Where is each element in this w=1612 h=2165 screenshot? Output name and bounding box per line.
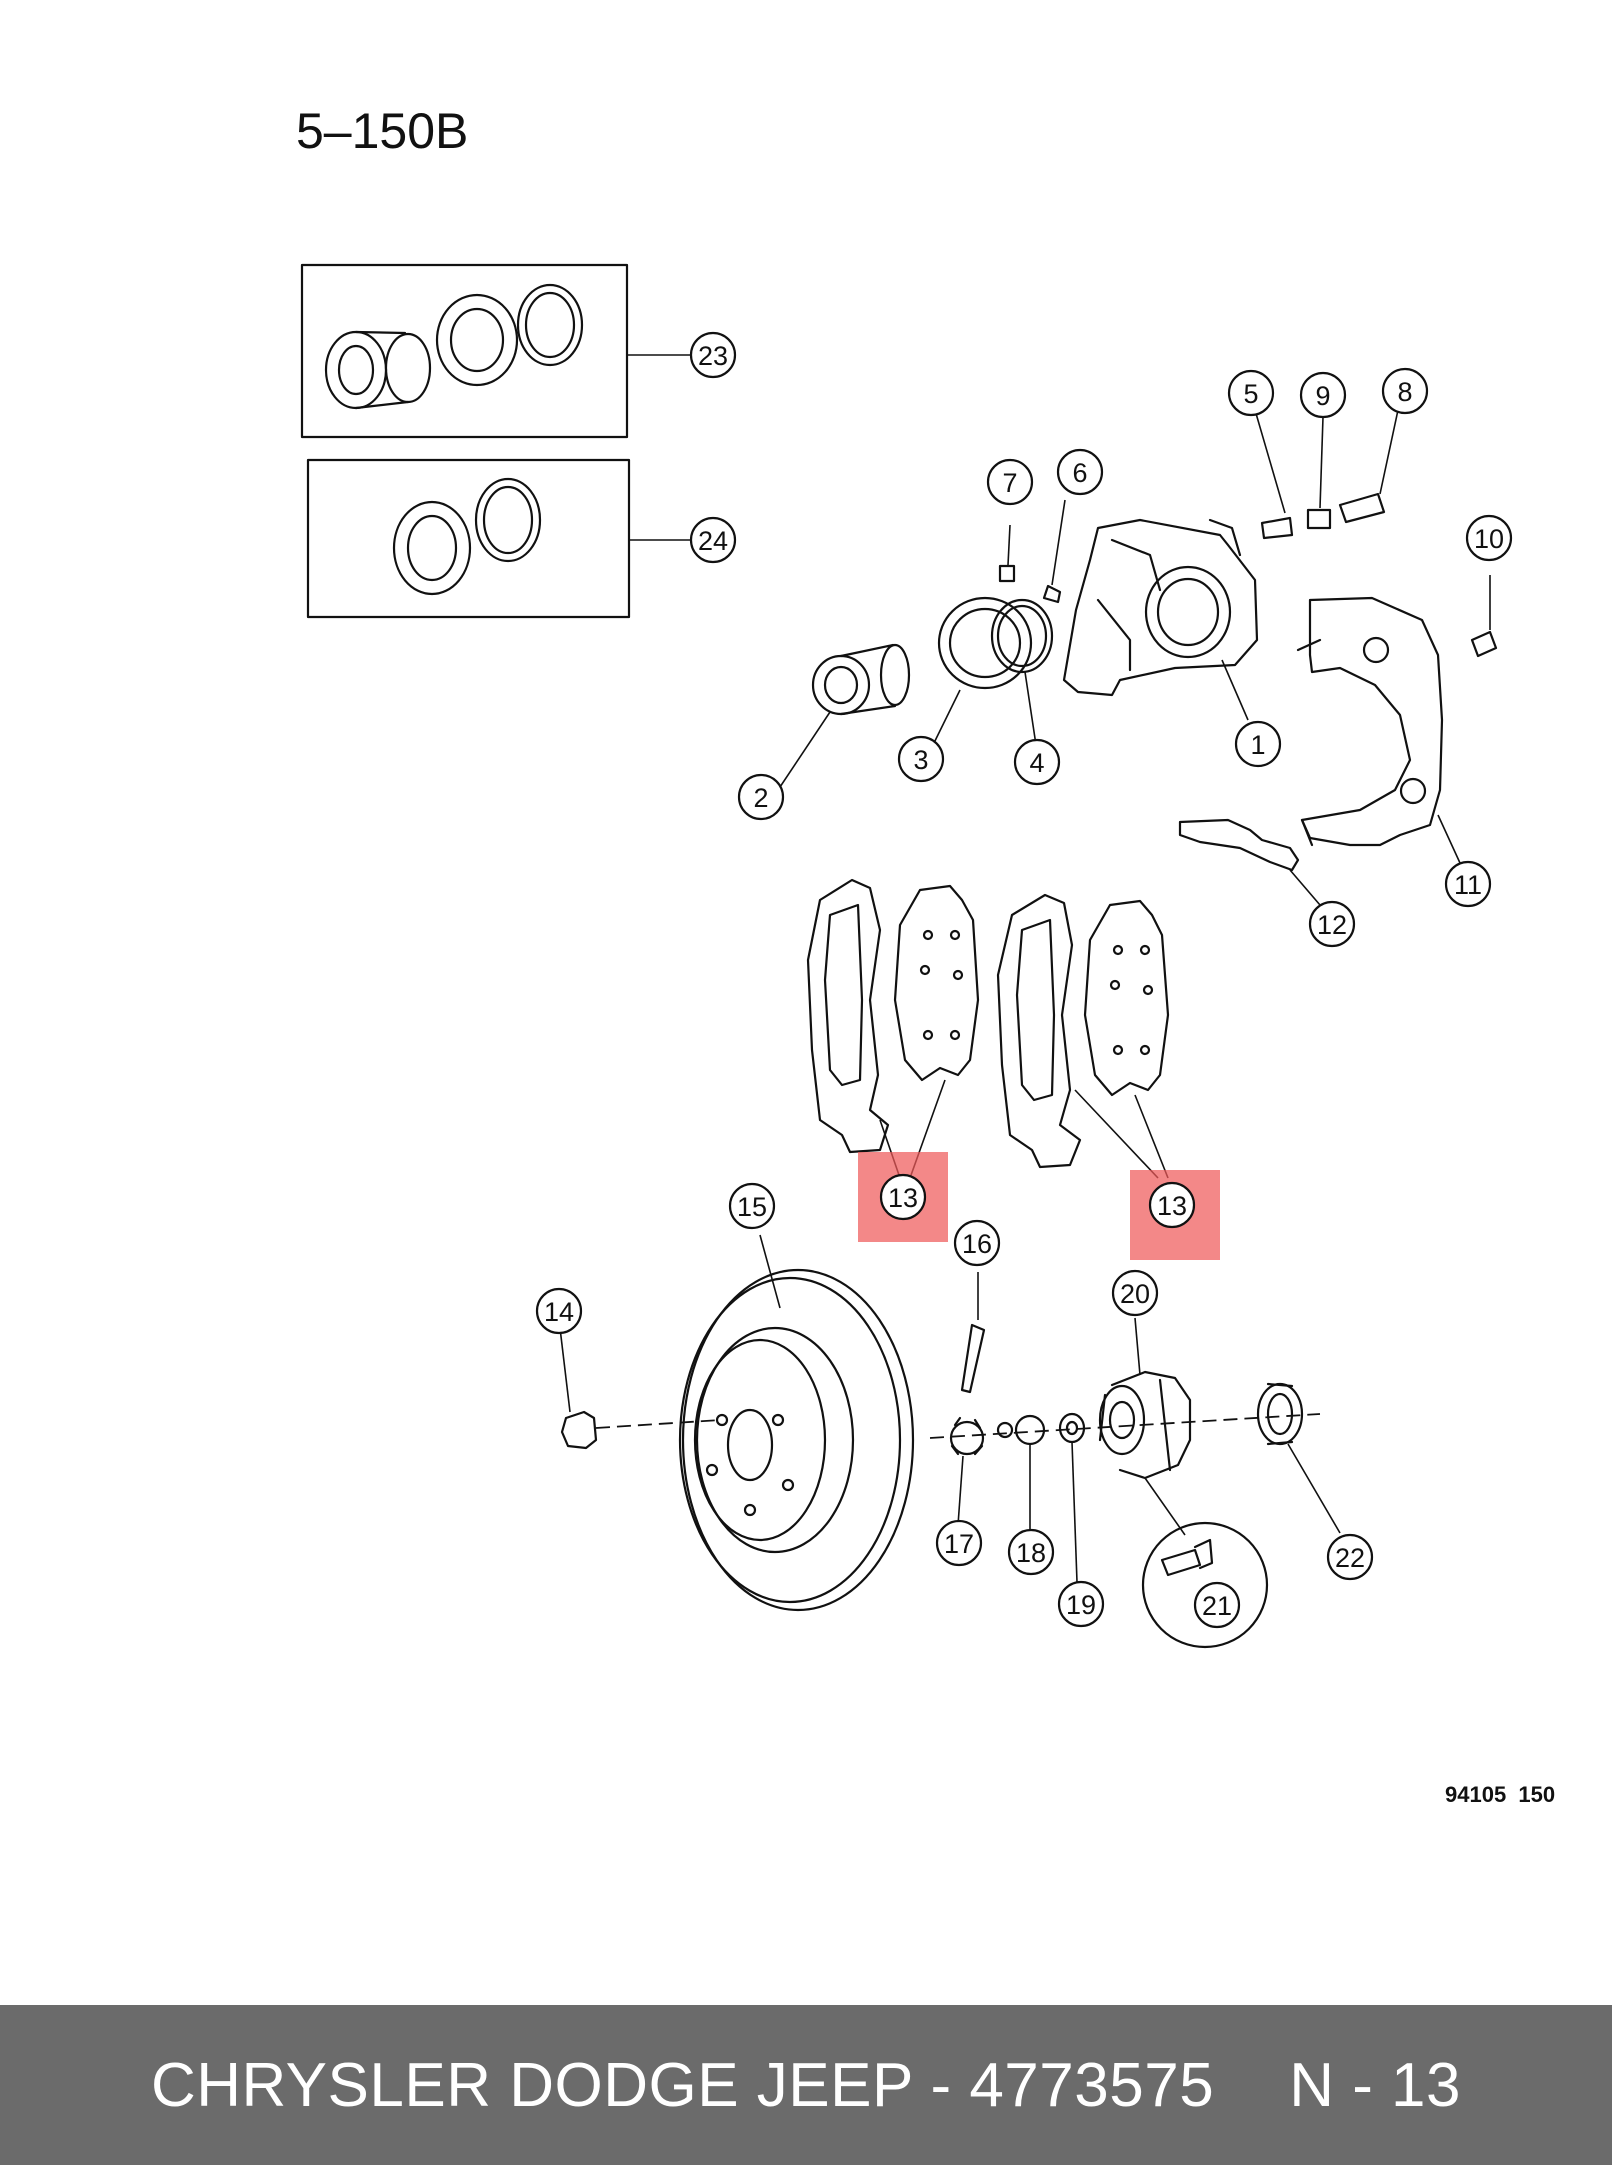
callout-10: 10 (1465, 514, 1513, 562)
svg-text:20: 20 (1120, 1279, 1150, 1309)
svg-text:13: 13 (888, 1183, 918, 1213)
svg-text:17: 17 (944, 1529, 974, 1559)
footer-banner: CHRYSLER DODGE JEEP - 4773575 N - 13 (0, 2005, 1612, 2165)
callout-7: 7 (986, 458, 1034, 506)
svg-text:15: 15 (737, 1192, 767, 1222)
piston-seal (990, 598, 1054, 746)
nut-lock (949, 1416, 985, 1526)
callout-16: 16 (953, 1219, 1001, 1267)
callout-2: 2 (737, 773, 785, 821)
svg-text:12: 12 (1317, 910, 1347, 940)
page-code: 5–150B (296, 103, 468, 159)
caliper-piston (777, 643, 911, 791)
svg-text:22: 22 (1335, 1543, 1365, 1573)
callout-3: 3 (897, 735, 945, 783)
caliper-adapter (1296, 596, 1461, 864)
hub-nut (996, 1414, 1046, 1532)
seal-kit-23 (300, 263, 692, 439)
brake-pad-set-2 (996, 893, 1170, 1179)
svg-text:24: 24 (698, 526, 728, 556)
grease-seal (1256, 1382, 1341, 1534)
callout-24: 24 (689, 516, 737, 564)
callout-9: 9 (1299, 371, 1347, 419)
washer (1058, 1412, 1086, 1583)
hub-bearing (1098, 1317, 1192, 1536)
cotter-pin (960, 1272, 986, 1394)
mounting-bolt-10 (1470, 575, 1498, 658)
anti-rattle-clip (1178, 818, 1321, 906)
brake-rotor (678, 1234, 915, 1612)
callout-8: 8 (1381, 367, 1429, 415)
svg-text:13: 13 (1157, 1191, 1187, 1221)
footer-position: N - 13 (1289, 2050, 1462, 2120)
callout-13-right: 13 (1148, 1181, 1196, 1229)
svg-text:2: 2 (753, 783, 768, 813)
svg-text:11: 11 (1454, 870, 1482, 900)
footer-brand-part: CHRYSLER DODGE JEEP - 4773575 (150, 2050, 1215, 2120)
svg-text:7: 7 (1002, 468, 1017, 498)
callout-21: 21 (1193, 1581, 1241, 1629)
bleeder-parts (998, 499, 1066, 604)
svg-text:8: 8 (1397, 377, 1412, 407)
callout-5: 5 (1227, 369, 1275, 417)
dust-boot (931, 596, 1033, 748)
lug-nut (559, 1327, 721, 1450)
svg-text:19: 19 (1066, 1590, 1096, 1620)
callout-13-left: 13 (879, 1173, 927, 1221)
guide-pin (1254, 409, 1399, 540)
svg-text:16: 16 (962, 1229, 992, 1259)
wheel-stud-circle (1141, 1521, 1269, 1649)
svg-text:4: 4 (1029, 748, 1044, 778)
parts-diagram: 5–150B (296, 103, 1555, 1807)
svg-text:3: 3 (913, 745, 928, 775)
callout-18: 18 (1007, 1528, 1055, 1576)
callout-1: 1 (1234, 720, 1282, 768)
callout-4: 4 (1013, 738, 1061, 786)
seal-kit-24 (306, 458, 692, 619)
svg-text:10: 10 (1474, 524, 1504, 554)
figure-number: 94105 150 (1445, 1782, 1555, 1807)
svg-text:14: 14 (544, 1297, 574, 1327)
callout-14: 14 (535, 1287, 583, 1335)
svg-text:6: 6 (1072, 458, 1087, 488)
callout-11: 11 (1444, 860, 1492, 908)
callout-12: 12 (1308, 900, 1356, 948)
svg-text:18: 18 (1016, 1538, 1046, 1568)
svg-text:21: 21 (1202, 1591, 1232, 1621)
callout-15: 15 (728, 1182, 776, 1230)
callout-20: 20 (1111, 1269, 1159, 1317)
caliper-housing (1062, 518, 1259, 721)
callout-22: 22 (1326, 1533, 1374, 1581)
svg-text:9: 9 (1315, 381, 1330, 411)
callout-17: 17 (935, 1519, 983, 1567)
callout-6: 6 (1056, 448, 1104, 496)
callout-19: 19 (1057, 1580, 1105, 1628)
brake-pad-set-1 (806, 878, 980, 1179)
svg-text:23: 23 (698, 341, 728, 371)
svg-text:1: 1 (1250, 730, 1265, 760)
callout-23: 23 (689, 331, 737, 379)
svg-text:5: 5 (1243, 379, 1258, 409)
axis-line (929, 1413, 1321, 1439)
